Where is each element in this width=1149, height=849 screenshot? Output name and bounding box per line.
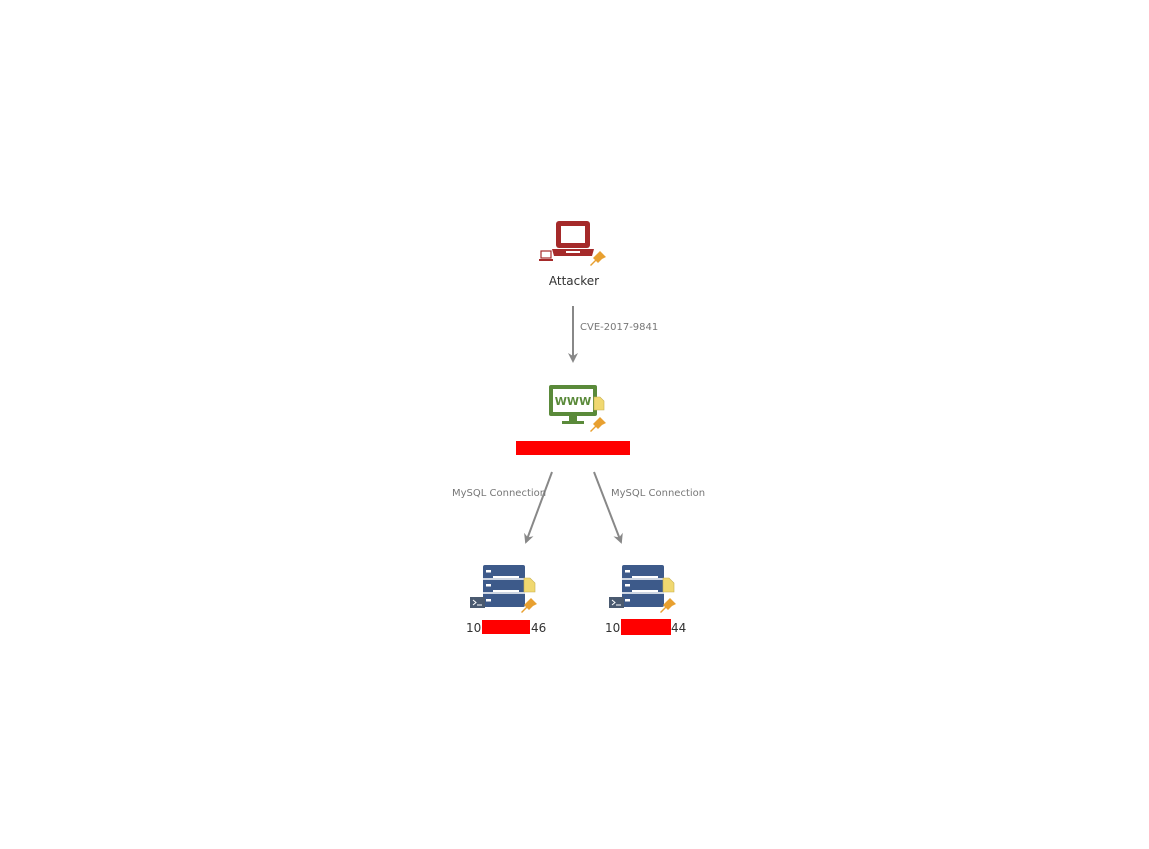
edge-exploit[interactable]: CVE-2017-9841 xyxy=(568,306,658,363)
edge-mysql-1-label: MySQL Connection xyxy=(452,488,546,499)
redacted-label xyxy=(482,620,530,634)
edge-exploit-label: CVE-2017-9841 xyxy=(580,322,658,333)
note-icon xyxy=(523,577,536,593)
node-db-server-2-label-suffix: 44 xyxy=(671,621,686,635)
web-server-icon: WWW xyxy=(549,385,597,424)
note-icon xyxy=(593,396,605,411)
terminal-icon xyxy=(609,597,624,608)
note-icon xyxy=(662,577,675,593)
pin-icon xyxy=(660,598,676,613)
edge-mysql-2[interactable]: MySQL Connection xyxy=(593,471,705,544)
node-db-server-2-label-prefix: 10. xyxy=(605,621,624,635)
edge-mysql-1[interactable]: MySQL Connection xyxy=(452,471,553,544)
node-attacker[interactable]: Attacker xyxy=(539,221,606,288)
redacted-label xyxy=(516,441,630,455)
edge-mysql-2-label: MySQL Connection xyxy=(611,488,705,499)
node-webserver[interactable]: WWW xyxy=(516,385,630,455)
node-db-server-1[interactable]: 10. 46 xyxy=(466,565,546,635)
small-laptop-icon xyxy=(539,250,553,261)
node-db-server-1-label-prefix: 10. xyxy=(466,621,485,635)
terminal-icon xyxy=(470,597,485,608)
web-server-icon-text: WWW xyxy=(555,395,591,408)
pin-icon xyxy=(590,251,606,266)
laptop-icon xyxy=(552,221,594,256)
node-db-server-1-label-suffix: 46 xyxy=(531,621,546,635)
pin-icon xyxy=(590,417,606,432)
database-server-icon xyxy=(483,565,525,607)
node-db-server-2[interactable]: 10. 44 xyxy=(605,565,686,635)
database-server-icon xyxy=(622,565,664,607)
redacted-label xyxy=(621,619,671,635)
pin-icon xyxy=(521,598,537,613)
node-attacker-label: Attacker xyxy=(549,274,599,288)
